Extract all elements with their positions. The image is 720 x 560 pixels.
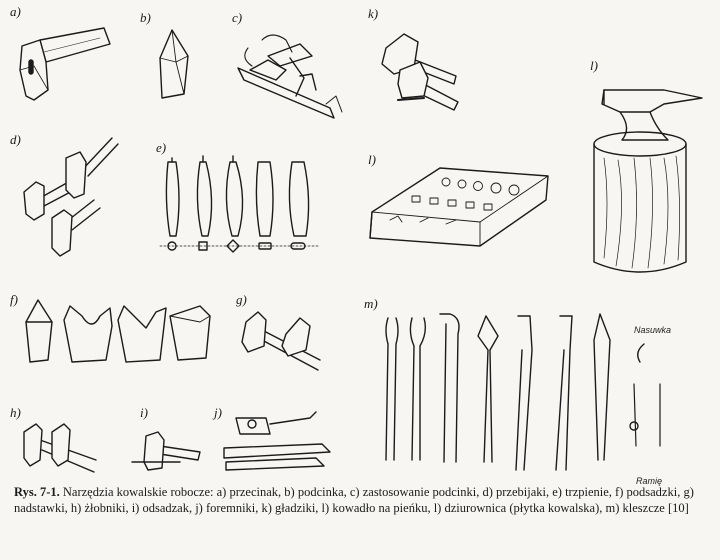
tong-part-nasuwka: Nasuwka	[634, 325, 672, 335]
label-l-swage-block: l)	[368, 152, 376, 167]
label-c: c)	[232, 10, 243, 25]
tool-h-top-fullers	[23, 423, 97, 473]
caption-text: Narzędzia kowalskie robocze: a) przecina…	[14, 485, 694, 515]
label-l-anvil: l)	[590, 58, 598, 73]
tool-c-fuller-use	[237, 34, 343, 119]
tool-l-anvil	[593, 89, 703, 273]
tong-part-ramie: Ramię	[636, 476, 663, 486]
label-b: b)	[140, 10, 151, 25]
label-j: j)	[214, 405, 222, 420]
caption-prefix: Rys. 7-1.	[14, 485, 60, 499]
label-h: h)	[10, 405, 21, 420]
label-g: g)	[236, 292, 247, 307]
label-i: i)	[140, 405, 148, 420]
tool-a-chisel	[19, 27, 111, 101]
tool-k-flatters	[381, 33, 459, 111]
figure-caption: Rys. 7-1. Narzędzia kowalskie robocze: a…	[14, 485, 704, 516]
tool-l-swage-block	[369, 167, 549, 247]
tool-m-tongs	[385, 313, 661, 471]
label-m: m)	[364, 296, 378, 311]
label-k: k)	[368, 6, 379, 21]
tool-j-spring-swages	[223, 411, 331, 471]
tool-e-drifts	[159, 155, 319, 253]
label-f: f)	[10, 292, 18, 307]
label-a: a)	[10, 4, 21, 19]
label-e: e)	[156, 140, 167, 155]
label-d: d)	[10, 132, 21, 147]
tool-i-set-hammer	[131, 431, 201, 471]
tool-d-punches	[23, 137, 119, 257]
tool-b-fuller	[159, 29, 189, 99]
tool-f-bottom-swages	[25, 299, 211, 363]
tools-illustration	[19, 27, 703, 473]
tool-g-top-swages	[241, 311, 321, 371]
